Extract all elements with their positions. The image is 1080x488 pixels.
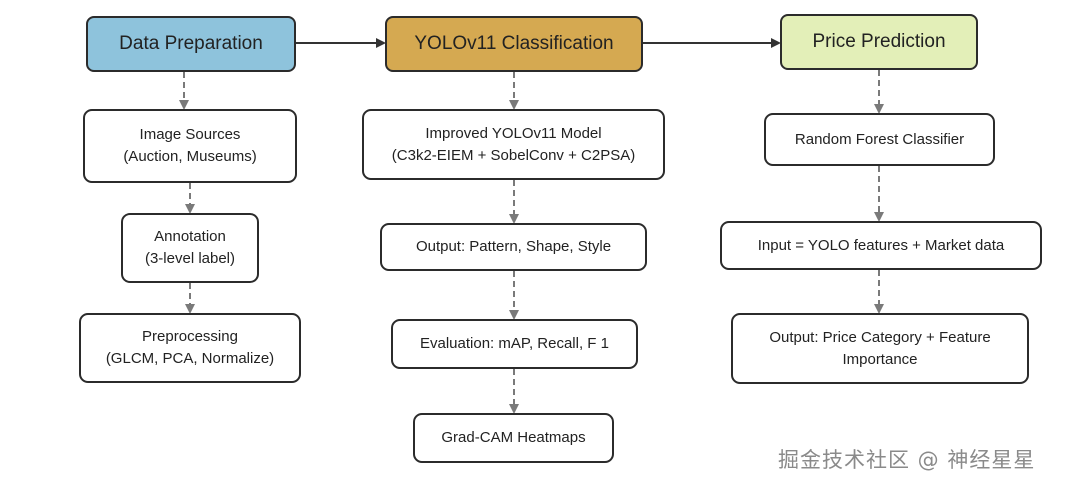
step-image-sources-title: Image Sources xyxy=(139,126,241,143)
step-improved-yolov11-model-title: Improved YOLOv11 Model xyxy=(425,124,602,142)
header-data-preparation: Data Preparation xyxy=(86,16,296,72)
step-output-pattern-shape-style-title: Output: Pattern, Shape, Style xyxy=(415,238,612,255)
step-input-yolo-features-title: Input = YOLO features + Market data xyxy=(757,236,1005,254)
step-annotation-title: Annotation xyxy=(154,228,226,245)
step-image-sources: Image Sources (Auction, Museums) xyxy=(83,109,297,183)
step-output-price-category-title: Output: Price Category + Feature xyxy=(769,328,991,346)
step-evaluation: Evaluation: mAP, Recall, F 1 xyxy=(391,319,638,369)
header-yolov11-classification: YOLOv11 Classification xyxy=(385,16,643,72)
step-image-sources-subtitle: (Auction, Museums) xyxy=(123,148,257,165)
step-output-price-category-subtitle: Importance xyxy=(842,350,918,368)
step-grad-cam-heatmaps: Grad-CAM Heatmaps xyxy=(413,413,614,463)
step-output-price-category: Output: Price Category + Feature Importa… xyxy=(731,313,1029,384)
step-preprocessing-subtitle: (GLCM, PCA, Normalize) xyxy=(105,350,275,367)
step-evaluation-title: Evaluation: mAP, Recall, F 1 xyxy=(420,335,609,352)
step-random-forest-classifier-title: Random Forest Classifier xyxy=(794,130,965,148)
step-random-forest-classifier: Random Forest Classifier xyxy=(764,113,995,166)
step-output-pattern-shape-style: Output: Pattern, Shape, Style xyxy=(380,223,647,271)
step-annotation-subtitle: (3-level label) xyxy=(144,250,236,267)
step-preprocessing: Preprocessing (GLCM, PCA, Normalize) xyxy=(79,313,301,383)
step-improved-yolov11-model-subtitle: (C3k2-EIEM + SobelConv + C2PSA) xyxy=(391,146,636,164)
step-improved-yolov11-model: Improved YOLOv11 Model (C3k2-EIEM + Sobe… xyxy=(362,109,665,180)
step-preprocessing-title: Preprocessing xyxy=(142,328,238,345)
step-grad-cam-heatmaps-title: Grad-CAM Heatmaps xyxy=(441,429,586,446)
step-input-yolo-features: Input = YOLO features + Market data xyxy=(720,221,1042,270)
step-annotation: Annotation (3-level label) xyxy=(121,213,259,283)
watermark-text: 掘金技术社区 @ 神经星星 xyxy=(778,448,1036,472)
header-price-prediction: Price Prediction xyxy=(780,14,978,70)
